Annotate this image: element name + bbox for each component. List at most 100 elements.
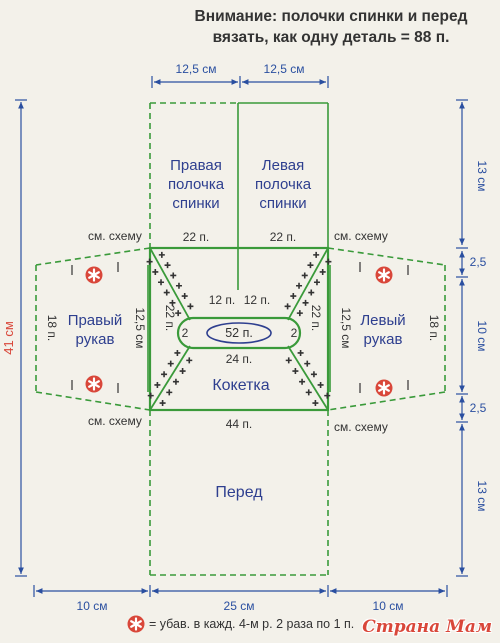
note-see-chart-tr: см. схему <box>334 229 388 243</box>
plus-mark-icon <box>158 251 165 258</box>
plus-mark-icon <box>163 289 170 296</box>
plus-mark-icon <box>285 357 292 364</box>
decrease-marker-icon <box>374 265 394 285</box>
plus-mark-icon <box>312 400 319 407</box>
plus-mark-icon <box>159 400 166 407</box>
stitch-sleeve-left: 18 п. <box>45 315 59 342</box>
stitch-yoke-bottom: 44 п. <box>226 417 253 431</box>
dim-right-2-5-bottom: 2,5 <box>470 401 487 415</box>
plus-mark-icon <box>146 251 332 407</box>
dim-right-2-5-top: 2,5 <box>470 255 487 269</box>
dim-right-bottom: 13 см <box>475 481 489 512</box>
dim-left-total: 41 см <box>1 321 16 355</box>
plus-mark-icon <box>186 357 193 364</box>
dim-yoke-right: 12,5 см <box>339 308 353 349</box>
stitch-side-left: 2 <box>182 326 189 340</box>
part-right-back-1: Правая <box>170 157 222 174</box>
stitch-side-right: 2 <box>291 326 298 340</box>
legend-text: = убав. в кажд. 4-м р. 2 раза по 1 п. <box>149 617 354 631</box>
plus-mark-icon <box>187 303 194 310</box>
plus-mark-icon <box>172 378 179 385</box>
dim-bottom-center: 25 см <box>224 599 255 613</box>
part-left-sleeve-1: Левый <box>360 312 405 329</box>
neck-opening <box>206 322 272 344</box>
part-yoke: Кокетка <box>212 377 269 394</box>
part-left-back-2: полочка <box>255 176 312 193</box>
site-watermark: Страна Мам <box>362 617 492 637</box>
dim-top-right: 12,5 см <box>264 62 305 76</box>
plus-mark-icon <box>313 251 320 258</box>
header-note: Внимание: полочки спинки и перед вязать,… <box>170 6 492 48</box>
dimension-lines <box>15 76 468 597</box>
dim-top-left: 12,5 см <box>176 62 217 76</box>
plus-mark-icon <box>174 349 181 356</box>
stitch-yoke-right: 22 п. <box>309 305 323 332</box>
plus-mark-icon <box>166 389 173 396</box>
plus-mark-icon <box>313 279 320 286</box>
stitch-bottom-24: 24 п. <box>226 352 253 366</box>
plus-mark-icon <box>290 293 297 300</box>
plus-mark-icon <box>167 360 174 367</box>
plus-mark-icon <box>305 389 312 396</box>
stitch-inner-right: 12 п. <box>244 293 271 307</box>
plus-mark-icon <box>179 368 186 375</box>
plus-mark-icon <box>170 272 177 279</box>
note-see-chart-tl: см. схему <box>88 229 142 243</box>
plus-mark-icon <box>284 303 291 310</box>
plus-mark-icon <box>147 392 154 399</box>
plus-mark-icon <box>310 371 317 378</box>
plus-mark-icon <box>304 360 311 367</box>
plus-mark-icon <box>161 371 168 378</box>
plus-mark-icon <box>181 293 188 300</box>
plus-mark-icon <box>307 262 314 269</box>
dim-right-middle: 10 см <box>475 321 489 352</box>
plus-mark-icon <box>302 299 309 306</box>
stitch-sleeve-right: 18 п. <box>427 315 441 342</box>
part-right-sleeve-1: Правый <box>68 312 123 329</box>
sleeve-marks <box>71 262 409 393</box>
decrease-marker-icon <box>84 374 104 394</box>
plus-mark-icon <box>169 299 176 306</box>
plus-mark-icon <box>175 282 182 289</box>
note-see-chart-br: см. схему <box>334 420 388 434</box>
dim-yoke-left: 12,5 см <box>133 308 147 349</box>
part-left-sleeve-2: рукав <box>364 331 403 348</box>
part-right-back-3: спинки <box>172 195 219 212</box>
plus-mark-icon <box>152 268 159 275</box>
plus-mark-icon <box>324 392 331 399</box>
plus-mark-icon <box>146 258 153 265</box>
plus-mark-icon <box>325 258 332 265</box>
decrease-marker-icon <box>374 378 394 398</box>
stitch-inner-left: 12 п. <box>209 293 236 307</box>
plus-mark-icon <box>317 381 324 388</box>
dim-bottom-right: 10 см <box>373 599 404 613</box>
part-left-back-3: спинки <box>259 195 306 212</box>
stitch-yoke-left: 22 п. <box>163 305 177 332</box>
plus-mark-icon <box>164 262 171 269</box>
header-line-1: Внимание: полочки спинки и перед <box>194 8 468 25</box>
garment-outline <box>35 102 446 576</box>
plus-mark-icon <box>301 272 308 279</box>
decrease-marker-icon <box>126 614 146 634</box>
dim-bottom-left: 10 см <box>77 599 108 613</box>
part-left-back-1: Левая <box>262 157 304 174</box>
plus-mark-icon <box>308 289 315 296</box>
stitch-center: 52 п. <box>225 326 253 340</box>
plus-mark-icon <box>299 378 306 385</box>
plus-mark-icon <box>158 279 165 286</box>
dim-right-top: 13 см <box>475 161 489 192</box>
decrease-marker-icon <box>84 265 104 285</box>
header-line-2: вязать, как одну деталь = 88 п. <box>212 29 450 46</box>
stitch-back-right: 22 п. <box>270 230 297 244</box>
plus-mark-icon <box>296 282 303 289</box>
note-see-chart-bl: см. схему <box>88 414 142 428</box>
plus-mark-icon <box>154 381 161 388</box>
stitch-back-left: 22 п. <box>183 230 210 244</box>
plus-mark-icon <box>175 310 182 317</box>
plus-mark-icon <box>319 268 326 275</box>
part-front: Перед <box>215 484 263 501</box>
plus-mark-icon <box>296 310 303 317</box>
part-right-back-2: полочка <box>168 176 225 193</box>
